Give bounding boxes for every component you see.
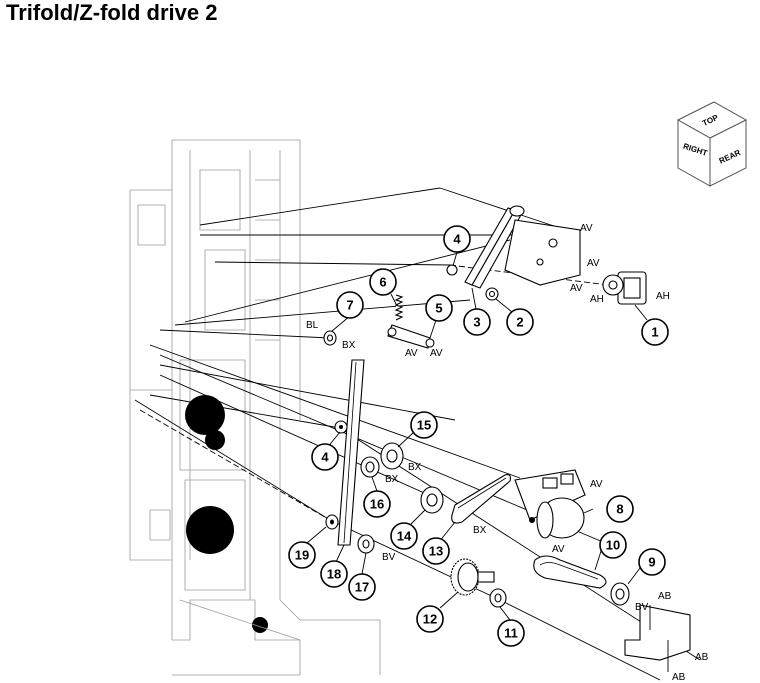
pulley-4-lower	[334, 420, 348, 434]
callout-19: 19	[288, 541, 316, 569]
motor-8	[514, 469, 586, 539]
callout-5: 5	[425, 294, 453, 322]
pulley-7	[323, 330, 337, 346]
tag-av: AV	[570, 283, 583, 294]
callout-3-label: 3	[473, 315, 480, 330]
spring-lever-assembly	[387, 294, 435, 349]
callout-6: 6	[369, 268, 397, 296]
callout-13: 13	[422, 537, 450, 565]
orientation-cube: TOP RIGHT REAR	[676, 101, 748, 187]
tag-ab: AB	[658, 591, 672, 602]
tag-labels: AV AV AV AH AH AV AV BL BX BX BX BX AV A…	[306, 223, 709, 683]
tag-bx: BX	[385, 474, 399, 485]
pulley-19	[325, 514, 339, 530]
callout-4-lower-label: 4	[321, 450, 329, 465]
tag-ah: AH	[590, 294, 604, 305]
callout-17-label: 17	[355, 580, 369, 595]
tag-bv: BV	[635, 602, 649, 613]
callout-13-label: 13	[429, 544, 443, 559]
tag-bx: BX	[342, 340, 356, 351]
gear-15	[380, 442, 404, 470]
long-belt-18	[337, 359, 365, 546]
callout-8: 8	[606, 495, 634, 523]
callout-9: 9	[638, 548, 666, 576]
tag-ab: AB	[695, 652, 709, 663]
tag-av: AV	[590, 479, 603, 490]
callout-4-lower: 4	[311, 443, 339, 471]
callout-17: 17	[348, 573, 376, 601]
callout-14: 14	[390, 522, 418, 550]
callout-15-label: 15	[417, 418, 431, 433]
callout-2: 2	[506, 308, 534, 336]
callout-12-label: 12	[423, 612, 437, 627]
tag-av: AV	[405, 348, 418, 359]
callout-18: 18	[320, 560, 348, 588]
tag-av: AV	[430, 348, 443, 359]
tag-bx: BX	[473, 525, 487, 536]
gear-14	[420, 486, 444, 514]
upper-belt-assembly	[446, 205, 581, 301]
pulley-16	[360, 456, 380, 478]
callout-11-label: 11	[504, 626, 518, 641]
callout-12: 12	[416, 605, 444, 633]
tag-bl: BL	[306, 320, 319, 331]
callout-19-label: 19	[295, 548, 309, 563]
callout-15: 15	[410, 411, 438, 439]
callout-1-label: 1	[651, 325, 658, 340]
callout-5-label: 5	[435, 301, 442, 316]
tag-ab: AB	[672, 672, 686, 683]
pulley-17	[357, 534, 375, 554]
tag-av: AV	[552, 544, 565, 555]
callout-10-label: 10	[606, 538, 620, 553]
belt-10	[533, 555, 607, 589]
tag-bx: BX	[408, 462, 422, 473]
callout-16: 16	[363, 490, 391, 518]
callout-1: 1	[641, 318, 669, 346]
tag-av: AV	[580, 223, 593, 234]
tag-ah: AH	[656, 291, 670, 302]
callout-16-label: 16	[370, 497, 384, 512]
callout-18-label: 18	[327, 567, 341, 582]
lower-bracket	[624, 604, 691, 672]
callout-7-label: 7	[346, 298, 353, 313]
motor-1	[602, 271, 647, 305]
callout-6-label: 6	[379, 275, 386, 290]
tag-bv: BV	[382, 552, 396, 563]
page-title: Trifold/Z-fold drive 2	[6, 0, 218, 25]
callout-2-label: 2	[516, 315, 523, 330]
pulley-9	[610, 582, 630, 606]
gear-12	[450, 558, 495, 596]
tag-av: AV	[587, 258, 600, 269]
machine-frame	[129, 139, 381, 676]
callout-8-label: 8	[616, 502, 623, 517]
callout-3: 3	[463, 308, 491, 336]
callout-9-label: 9	[648, 555, 655, 570]
callout-4-upper: 4	[443, 225, 471, 253]
callout-10: 10	[599, 531, 627, 559]
pulley-11	[489, 588, 507, 608]
belt-13	[451, 474, 511, 524]
callout-7: 7	[336, 291, 364, 319]
callout-14-label: 14	[397, 529, 412, 544]
callout-11: 11	[497, 619, 525, 647]
callout-4-upper-label: 4	[453, 232, 461, 247]
